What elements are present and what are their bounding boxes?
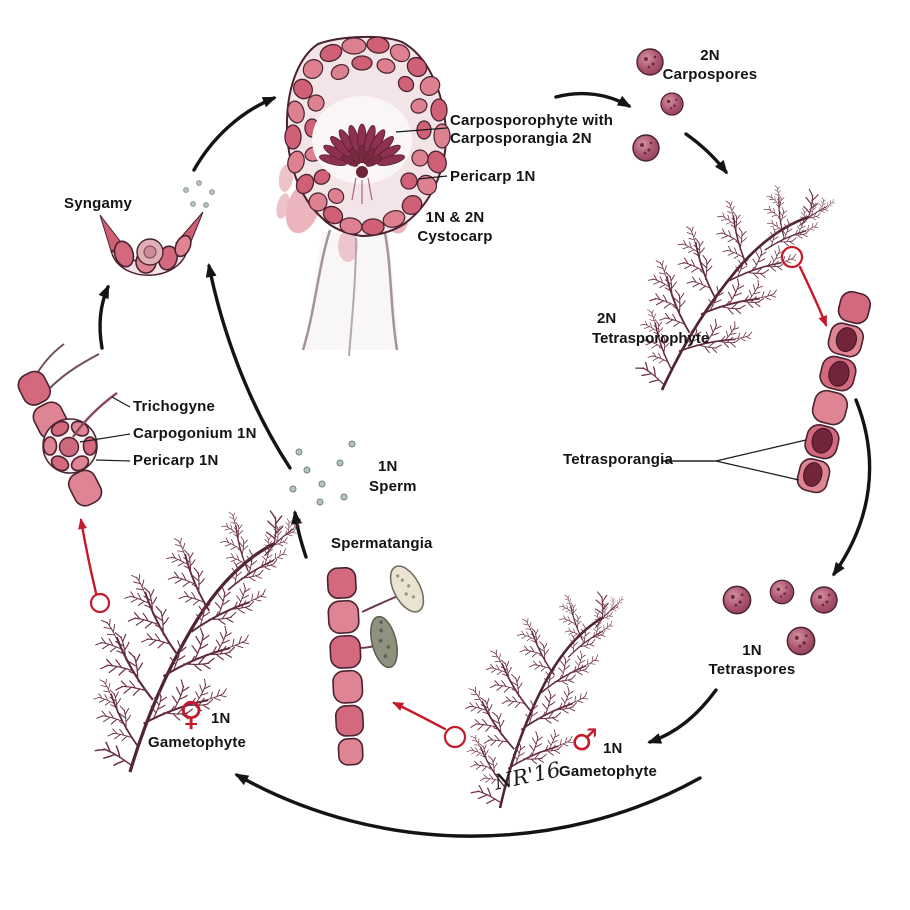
tetrasporangia-label: Tetrasporangia: [563, 451, 674, 468]
spermatangia-detail: [326, 565, 425, 766]
arrow-sperm-to-syngamy: [205, 263, 292, 470]
sperm-ploidy: 1N: [378, 458, 398, 475]
cystocarp-ploidy: 1N & 2N: [425, 209, 485, 226]
arrow-tetraspores-to-male-gametophyte: [647, 688, 718, 744]
syngamy-label: Syngamy: [64, 195, 133, 212]
tetraspores-caption: 1N Tetraspores: [704, 642, 800, 680]
pericarp-top-callout: Pericarp 1N: [450, 168, 536, 185]
sperm-illustration: [289, 440, 356, 506]
sperm-label: Sperm: [369, 478, 417, 495]
spermatangia-label: Spermatangia: [331, 535, 433, 552]
tetrasporophyte-name: Tetrasporophyte: [592, 329, 710, 347]
cystocarp-caption: 1N & 2N Cystocarp: [407, 209, 503, 247]
zoom-arrow-male: [392, 701, 447, 731]
tetrasporophyte-illustration: [599, 139, 840, 423]
arrow-cystocarp-to-carpospores: [554, 91, 632, 108]
syngamy-illustration: [99, 180, 215, 276]
female-ploidy: 1N: [211, 710, 231, 727]
zoom-arrow-female: [78, 518, 98, 595]
female-symbol-icon: ♀: [179, 694, 204, 733]
spermatangium-dark: [370, 615, 398, 669]
male-gametophyte-label: Gametophyte: [559, 763, 658, 780]
carposporophyte-callout-line2: Carposporangia 2N: [450, 130, 592, 147]
arrow-carpospores-to-tetrasporophyte: [684, 132, 728, 175]
arrow-tetrasporophyte-to-tetraspores: [832, 398, 872, 577]
trichogyne-hair: [72, 392, 118, 438]
male-ploidy: 1N: [603, 740, 623, 757]
arrow-bottom-arc-to-female-gametophyte: [234, 773, 702, 838]
carpospores-caption: 2N Carpospores: [655, 47, 765, 85]
female-gametophyte-label: Gametophyte: [148, 734, 247, 751]
carpogonium-label: Carpogonium 1N: [133, 425, 257, 442]
tetrasporangia-callout-lines: [663, 439, 807, 481]
cycle-arrows: [98, 91, 872, 838]
trichogyne-label: Trichogyne: [133, 398, 216, 415]
arrow-carpogonium-to-syngamy: [98, 284, 110, 350]
tetrasporophyte-caption: 2N Tetrasporophyte: [592, 309, 709, 348]
arrow-spermatangia-to-sperm: [291, 510, 308, 559]
carpospores-name: Carpospores: [662, 65, 758, 83]
tetrasporophyte-ploidy: 2N: [597, 310, 617, 327]
zoom-circle-female: [89, 592, 111, 614]
spermatangium-pale: [389, 565, 425, 613]
arrow-syngamy-to-cystocarp: [192, 96, 277, 172]
cystocarp-illustration: [276, 35, 451, 357]
tetraspores-ploidy: 1N: [742, 642, 762, 659]
pericarp-left-label: Pericarp 1N: [133, 452, 219, 469]
cystocarp-callout-lines: [395, 127, 448, 180]
carposporophyte-callout-line1: Carposporophyte with: [450, 112, 614, 129]
carposporangia-fan: [319, 123, 405, 204]
male-symbol-icon: ♂: [571, 723, 598, 758]
zoom-circle-tetrasporophyte: [780, 245, 804, 269]
zoom-circle-male: [443, 725, 467, 749]
tetrasporangia-detail: [796, 290, 872, 494]
tetraspores-name: Tetraspores: [708, 660, 796, 678]
zoom-arrow-tetrasporophyte: [798, 265, 828, 327]
carpogonium-detail: [17, 343, 131, 507]
carpospores-ploidy: 2N: [700, 47, 720, 64]
cystocarp-name: Cystocarp: [417, 227, 493, 245]
zoom-marks: [78, 245, 828, 749]
